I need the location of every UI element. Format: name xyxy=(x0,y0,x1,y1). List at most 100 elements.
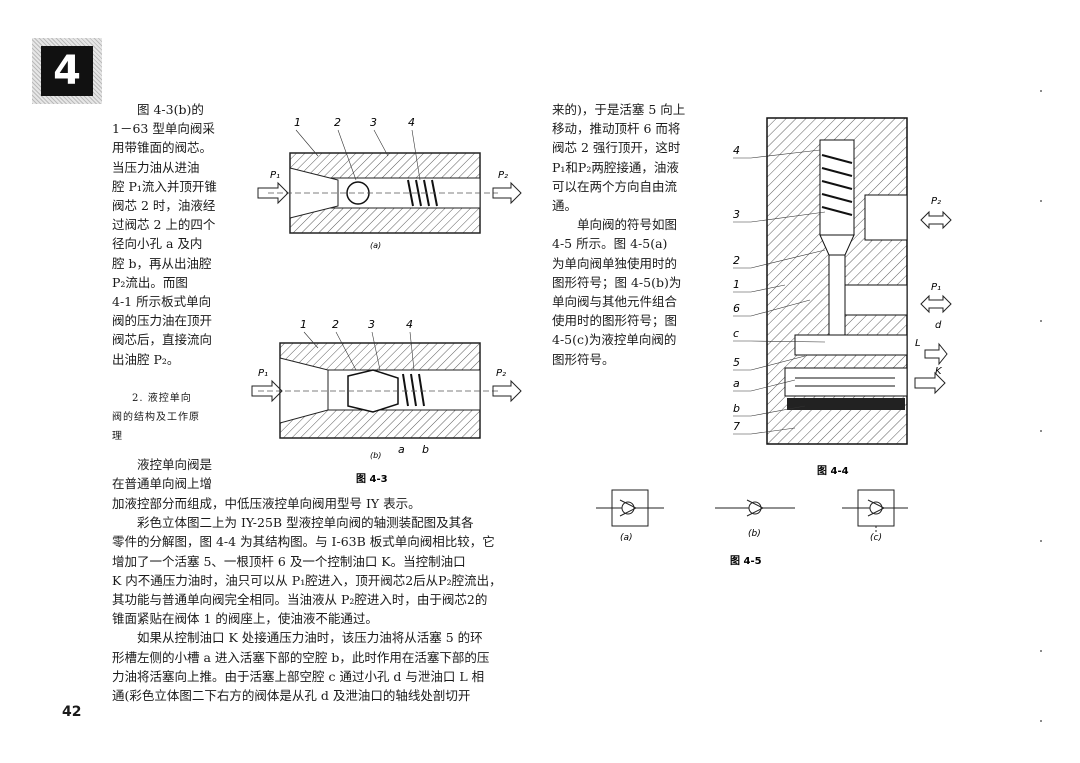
fig44-label-p1: P₁ xyxy=(931,282,941,293)
fig44-label-2: 2 xyxy=(733,254,740,267)
fig44-caption: 图 4-4 xyxy=(817,465,849,477)
text-line: 为单向阀单独使用时的 xyxy=(552,255,678,271)
text-line: 1－63 型单向阀采 xyxy=(112,121,215,137)
fig43-label-a: a xyxy=(398,443,405,456)
figure-4-4: 4 3 2 1 6 c 5 a b 7 P₂ P₁ d L K 图 4-4 xyxy=(733,117,952,477)
text-line: 形槽左侧的小槽 a 进入活塞下部的空腔 b，此时作用在活塞下部的压 xyxy=(112,649,490,665)
left-text-column: 图 4-3(b)的 1－63 型单向阀采用带锥面的阀芯。当压力油从进油腔 P₁流入… xyxy=(112,100,237,369)
fig43-top-label-4: 4 xyxy=(408,116,415,129)
fig43-p1-top: P₁ xyxy=(270,170,280,181)
fig43-caption: 图 4-3 xyxy=(356,473,388,485)
scan-speck xyxy=(1040,650,1042,652)
fig43-bottom-label-4: 4 xyxy=(406,318,413,331)
fig43-top-label-3: 3 xyxy=(370,116,377,129)
figure-4-3: P₁ P₂ 1 2 3 4 (a) P₁ P₂ 1 2 3 4 a b (b) … xyxy=(251,116,522,485)
text-line: 通(彩色立体图二下右方的阀体是从孔 d 及泄油口的轴线处剖切开 xyxy=(112,688,471,704)
text-line: 来的)，于是活塞 5 向上 xyxy=(552,102,686,117)
fig44-label-5: 5 xyxy=(733,356,740,369)
text-line: 4-1 所示板式单向 xyxy=(112,294,212,310)
text-line: 零件的分解图，图 4-4 为其结构图。与 I-63B 板式单向阀相比较，它 xyxy=(112,534,495,550)
fig44-label-3: 3 xyxy=(733,208,740,221)
fig45-sub-a: (a) xyxy=(620,533,633,543)
valve-a-drawing xyxy=(257,152,522,234)
text-line: 出油腔 P₂。 xyxy=(112,351,180,367)
fig43-label-b: b xyxy=(422,443,429,456)
text-line: 阀芯 2 强行顶开，这时 xyxy=(552,140,681,156)
fig43-p1-bottom: P₁ xyxy=(258,368,268,379)
text-line: 在普通单向阀上增 xyxy=(112,476,213,492)
text-line: 图 4-3(b)的 xyxy=(137,102,204,117)
text-line: K 内不通压力油时，油只可以从 P₁腔进入，顶开阀芯2后从P₂腔流出， xyxy=(112,572,502,588)
text-line: 2. 液控单向 xyxy=(132,393,192,404)
text-line: 单向阀的符号如图 xyxy=(577,217,678,233)
symbol-b xyxy=(715,499,795,517)
scan-speck xyxy=(1040,540,1042,542)
page-number: 42 xyxy=(62,704,82,720)
scan-speck xyxy=(1040,430,1042,432)
text-line: 可以在两个方向自由流 xyxy=(552,178,678,194)
figure-4-5: (a) (b) (c) 图 4-5 xyxy=(596,489,908,567)
text-line: 阀的结构及工作原 xyxy=(112,412,200,424)
fig44-label-b: b xyxy=(733,402,740,415)
fig43-p2-top: P₂ xyxy=(498,170,508,181)
text-line: P₁和P₂两腔接通，油液 xyxy=(552,159,679,175)
fig45-sub-c: (c) xyxy=(870,533,882,543)
text-line: 力油将活塞向上推。由于活塞上部空腔 c 通过小孔 d 与泄油口 L 相 xyxy=(112,668,485,684)
text-line: 阀芯后，直接流向 xyxy=(112,332,213,348)
symbol-c xyxy=(842,489,908,534)
text-line: 4-5(c)为液控单向阀的 xyxy=(552,332,677,348)
text-line: 腔 P₁流入并顶开锥 xyxy=(112,178,217,194)
text-line: 阀芯 2 时，油液经 xyxy=(112,198,216,214)
fig43-sub-b: (b) xyxy=(370,451,381,460)
fig45-caption: 图 4-5 xyxy=(730,555,762,567)
fig43-bottom-label-1: 1 xyxy=(300,318,307,331)
fig44-label-a: a xyxy=(733,377,740,390)
fig43-top-label-2: 2 xyxy=(334,116,341,129)
text-line: 阀的压力油在顶开 xyxy=(112,313,213,329)
text-line: 用带锥面的阀芯。 xyxy=(112,140,213,156)
fig43-top-label-1: 1 xyxy=(294,116,301,129)
scan-speck xyxy=(1040,320,1042,322)
text-line: 当压力油从进油 xyxy=(112,159,200,175)
symbol-a xyxy=(596,489,664,527)
text-line: 加液控部分而组成，中低压液控单向阀用型号 IY 表示。 xyxy=(112,496,421,511)
fig44-label-6: 6 xyxy=(733,302,740,315)
valve-b-drawing xyxy=(251,342,522,439)
text-line: 其功能与普通单向阀完全相同。当油液从 P₂腔进入时，由于阀芯2的 xyxy=(112,592,488,608)
text-line: 理 xyxy=(112,431,123,443)
text-line: 单向阀与其他元件组合 xyxy=(552,294,678,310)
text-line: 液控单向阀是 xyxy=(137,457,213,472)
text-line: 图形符号；图 4-5(b)为 xyxy=(552,274,682,290)
chapter-badge: 4 xyxy=(32,38,102,104)
fig44-label-p2: P₂ xyxy=(931,196,941,207)
text-line: 如果从控制油口 K 处接通压力油时，该压力油将从活塞 5 的环 xyxy=(137,630,483,646)
text-line: 图形符号。 xyxy=(552,351,615,367)
scan-speck xyxy=(1040,90,1042,92)
fig44-label-4: 4 xyxy=(733,144,740,157)
text-line: 彩色立体图二上为 IY-25B 型液控单向阀的轴测装配图及其各 xyxy=(137,515,474,531)
scan-speck xyxy=(1040,200,1042,202)
fig44-label-d: d xyxy=(935,320,942,331)
bottom-text-block: 加液控部分而组成，中低压液控单向阀用型号 IY 表示。彩色立体图二上为 IY-2… xyxy=(112,494,532,705)
text-line: 锥面紧贴在阀体 1 的阀座上，使油液不能通过。 xyxy=(112,611,378,627)
text-line: 径向小孔 a 及内 xyxy=(112,236,203,252)
right-text-column: 来的)，于是活塞 5 向上移动，推动顶杆 6 而将阀芯 2 强行顶开，这时 P₁和… xyxy=(552,100,704,369)
fig44-label-k: K xyxy=(935,366,943,377)
fig43-sub-a: (a) xyxy=(370,241,381,250)
text-line: 过阀芯 2 上的四个 xyxy=(112,217,216,233)
text-line: 移动，推动顶杆 6 而将 xyxy=(552,121,681,137)
fig43-p2-bottom: P₂ xyxy=(496,368,506,379)
fig44-label-l: L xyxy=(915,338,921,349)
text-line: 4-5 所示。图 4-5(a) xyxy=(552,236,668,252)
left-paragraph-2: 液控单向阀是在普通单向阀上增 xyxy=(112,455,237,493)
fig43-bottom-label-2: 2 xyxy=(332,318,339,331)
scan-speck xyxy=(1040,720,1042,722)
chapter-number: 4 xyxy=(41,46,93,96)
fig45-sub-b: (b) xyxy=(748,529,761,539)
fig44-label-c: c xyxy=(733,327,739,340)
text-line: P₂流出。而图 xyxy=(112,274,188,290)
fig43-bottom-label-3: 3 xyxy=(368,318,375,331)
fig44-label-7: 7 xyxy=(733,420,740,433)
fig44-label-1: 1 xyxy=(733,278,740,291)
section-heading: 2. 液控单向阀的结构及工作原理 xyxy=(112,389,237,447)
